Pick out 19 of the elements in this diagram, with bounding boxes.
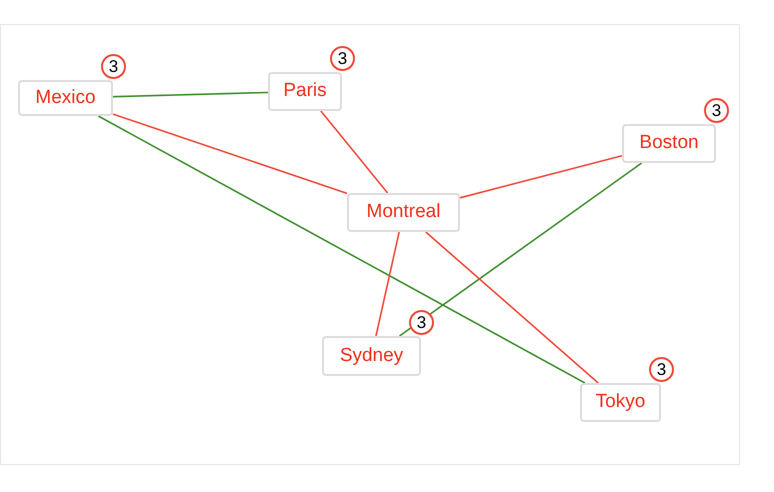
connector-line	[112, 113, 348, 194]
city-box	[347, 193, 460, 232]
city-box	[322, 336, 421, 376]
city-name: Paris	[283, 79, 327, 104]
city-box	[268, 72, 342, 111]
city-name: Montreal	[366, 200, 440, 224]
city-name: Mexico	[35, 86, 96, 110]
connector-line	[98, 115, 586, 384]
connector-line	[425, 231, 599, 384]
city-box	[18, 80, 113, 116]
connector-line	[320, 110, 388, 194]
connector-line	[112, 92, 268, 98]
city-box	[622, 124, 716, 163]
connector-line	[460, 154, 622, 199]
city-name: Tokyo	[596, 390, 646, 414]
city-name: Boston	[639, 131, 699, 156]
connector-line	[375, 232, 400, 336]
city-box	[580, 383, 661, 422]
city-name: Sydney	[340, 344, 404, 368]
